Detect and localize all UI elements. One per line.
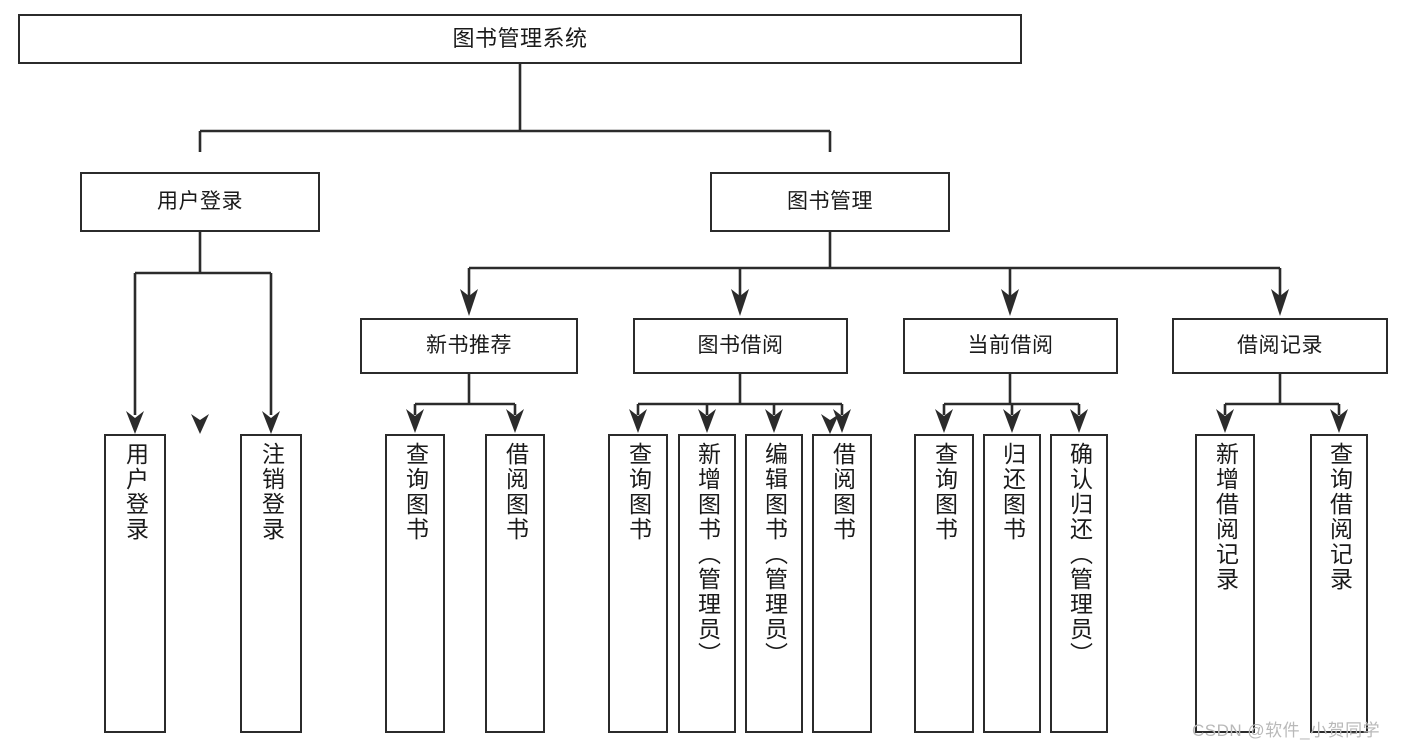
node-leaf-user-login[interactable]: 用户登录: [104, 434, 166, 733]
node-label: 归还图书: [999, 442, 1026, 542]
node-leaf-query-book-borrow[interactable]: 查询图书: [608, 434, 668, 733]
node-label: 新增图书（管理员）: [694, 442, 721, 667]
node-label: 图书管理: [787, 189, 873, 213]
node-label: 查询借阅记录: [1326, 442, 1353, 592]
node-book-borrow[interactable]: 图书借阅: [633, 318, 848, 374]
watermark-text: CSDN @软件_小贺同学: [1192, 721, 1381, 740]
node-borrow-record[interactable]: 借阅记录: [1172, 318, 1388, 374]
node-label: 查询图书: [931, 442, 958, 542]
node-label: 图书管理系统: [452, 26, 588, 52]
node-label: 当前借阅: [967, 333, 1054, 357]
node-leaf-borrow-book[interactable]: 借阅图书: [812, 434, 872, 733]
node-leaf-borrow-book-recommend[interactable]: 借阅图书: [485, 434, 545, 733]
node-label: 用户登录: [122, 442, 149, 542]
node-label: 确认归还（管理员）: [1066, 442, 1093, 667]
node-user-login[interactable]: 用户登录: [80, 172, 320, 232]
node-label: 编辑图书（管理员）: [761, 442, 788, 667]
node-leaf-confirm-return-admin[interactable]: 确认归还（管理员）: [1050, 434, 1108, 733]
node-label: 用户登录: [157, 189, 243, 213]
node-root-book-management-system[interactable]: 图书管理系统: [18, 14, 1022, 64]
node-leaf-add-book-admin[interactable]: 新增图书（管理员）: [678, 434, 736, 733]
node-label: 借阅图书: [502, 442, 529, 542]
node-label: 新书推荐: [426, 333, 512, 357]
node-current-borrow[interactable]: 当前借阅: [903, 318, 1118, 374]
node-label: 注销登录: [258, 442, 285, 542]
node-label: 借阅记录: [1237, 333, 1323, 357]
node-leaf-query-book-recommend[interactable]: 查询图书: [385, 434, 445, 733]
node-new-book-recommend[interactable]: 新书推荐: [360, 318, 578, 374]
node-leaf-logout[interactable]: 注销登录: [240, 434, 302, 733]
node-label: 借阅图书: [829, 442, 856, 542]
node-leaf-edit-book-admin[interactable]: 编辑图书（管理员）: [745, 434, 803, 733]
node-label: 查询图书: [625, 442, 652, 542]
node-leaf-return-book[interactable]: 归还图书: [983, 434, 1041, 733]
node-leaf-query-book-current[interactable]: 查询图书: [914, 434, 974, 733]
node-label: 查询图书: [402, 442, 429, 542]
node-leaf-query-borrow-record[interactable]: 查询借阅记录: [1310, 434, 1368, 733]
node-book-management[interactable]: 图书管理: [710, 172, 950, 232]
node-leaf-add-borrow-record[interactable]: 新增借阅记录: [1195, 434, 1255, 733]
node-label: 图书借阅: [697, 333, 784, 357]
node-label: 新增借阅记录: [1212, 442, 1239, 592]
